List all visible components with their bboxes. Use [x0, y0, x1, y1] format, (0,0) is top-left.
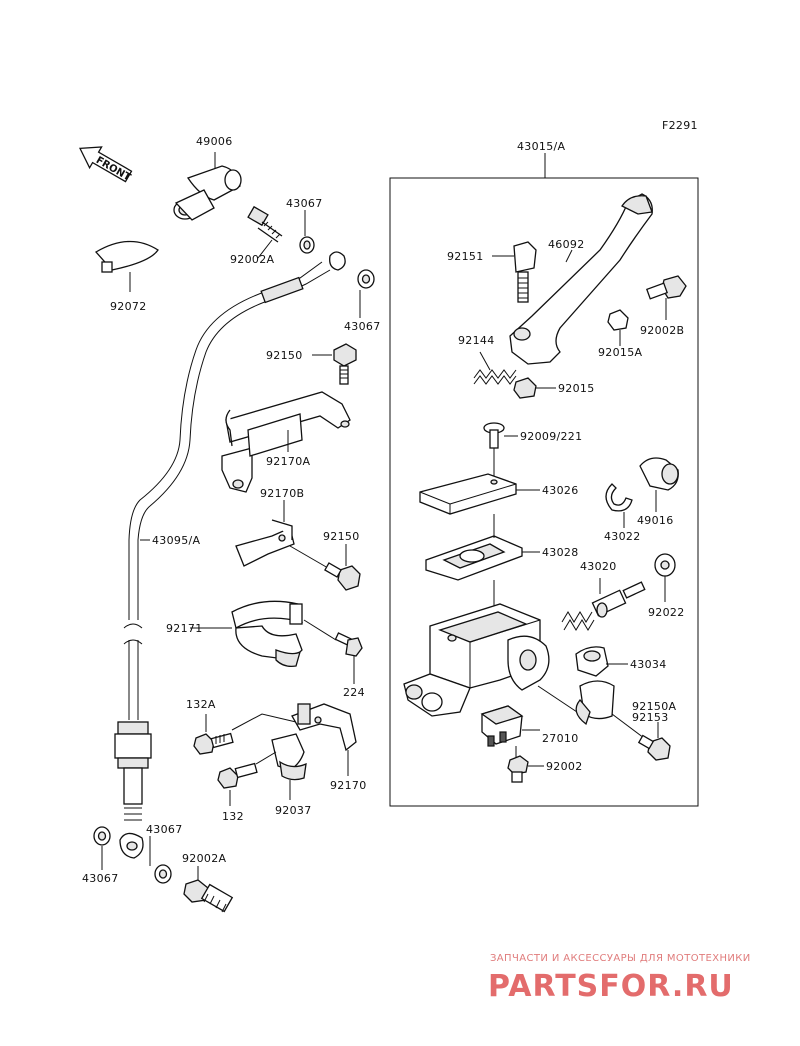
callout-92002: 92002	[546, 760, 583, 773]
figure-code: F2291	[662, 119, 698, 132]
callout-132: 132	[222, 810, 244, 823]
part-43034-holder	[575, 646, 628, 726]
part-92170A-bracket	[221, 391, 351, 493]
part-132-bolt	[217, 751, 277, 806]
part-92015-nut	[513, 377, 537, 399]
callout-43022: 43022	[604, 530, 641, 543]
callout-92150A: 92150A	[632, 700, 676, 713]
callout-92002B: 92002B	[640, 324, 684, 337]
callout-43095-A: 43095/A	[152, 534, 200, 547]
callout-43067-right: 43067	[344, 320, 381, 333]
part-46092-lever	[509, 193, 653, 365]
part-92150-bolt-mid	[289, 544, 361, 591]
part-92170B-bracket	[235, 500, 295, 567]
callout-92002A-bottom: 92002A	[182, 852, 226, 865]
part-92002A-bolt-bottom	[183, 866, 234, 913]
callout-92170B: 92170B	[260, 487, 304, 500]
callout-92002A-top: 92002A	[230, 253, 274, 266]
part-92037-clamp	[271, 733, 307, 800]
part-92015A-nut	[607, 309, 629, 331]
callout-224: 224	[343, 686, 365, 699]
part-132A-bolt	[193, 713, 297, 755]
callout-43067-top: 43067	[286, 197, 323, 210]
callout-43026: 43026	[542, 484, 579, 497]
callout-92037: 92037	[275, 804, 312, 817]
callout-46092: 46092	[548, 238, 585, 251]
part-43020-piston	[561, 578, 646, 631]
callout-92150-top: 92150	[266, 349, 303, 362]
watermark-tagline: ЗАПЧАСТИ И АКСЕССУАРЫ ДЛЯ МОТОТЕХНИКИ	[490, 953, 751, 964]
part-92170-bracket	[291, 703, 357, 776]
part-92171-clamp	[190, 600, 303, 668]
part-92002B-bolt	[645, 275, 687, 320]
callout-92022: 92022	[648, 606, 685, 619]
callout-92015: 92015	[558, 382, 595, 395]
part-43028-diaphragm	[425, 514, 540, 581]
callout-43015-A: 43015/A	[517, 140, 565, 153]
part-92151-bolt	[492, 241, 537, 303]
callout-92150-mid: 92150	[323, 530, 360, 543]
part-92002-screw	[507, 746, 544, 783]
callout-27010: 27010	[542, 732, 579, 745]
part-49016-boot	[639, 457, 679, 512]
callout-92170A: 92170A	[266, 455, 310, 468]
part-27010-switch	[480, 705, 540, 747]
callout-92170: 92170	[330, 779, 367, 792]
callout-92009-221: 92009/221	[520, 430, 582, 443]
master-cylinder-assembly-box	[389, 177, 699, 807]
callout-92072: 92072	[110, 300, 147, 313]
callout-92151: 92151	[447, 250, 484, 263]
callout-49016: 49016	[637, 514, 674, 527]
callout-43067-bottom-left: 43067	[82, 872, 119, 885]
part-92002A-bolt-top	[247, 205, 283, 243]
callout-43020: 43020	[580, 560, 617, 573]
part-43022-circlip	[605, 483, 633, 512]
callout-43028: 43028	[542, 546, 579, 559]
part-49006-union	[173, 152, 242, 221]
part-92144-spring	[473, 351, 517, 385]
callout-132A: 132A	[186, 698, 216, 711]
part-92072-clamp-band	[94, 240, 159, 292]
part-92150-bolt-top	[333, 343, 357, 385]
callout-43034: 43034	[630, 658, 667, 671]
brake-hose-43095	[114, 251, 346, 859]
part-master-cylinder-body	[403, 603, 581, 717]
part-92150A-92153-bolt	[611, 713, 671, 761]
callout-92015A: 92015A	[598, 346, 642, 359]
part-43026-cap	[419, 473, 540, 515]
front-arrow-icon: FRONT	[78, 146, 133, 184]
part-92009-221-screw	[483, 422, 518, 449]
callout-92171: 92171	[166, 622, 203, 635]
watermark-brand: PARTSFOR.RU	[488, 969, 734, 1004]
callout-92144: 92144	[458, 334, 495, 347]
callout-43067-bottom-mid: 43067	[146, 823, 183, 836]
callout-49006: 49006	[196, 135, 233, 148]
part-224-bolt	[303, 619, 363, 684]
callout-92153: 92153	[632, 711, 669, 724]
